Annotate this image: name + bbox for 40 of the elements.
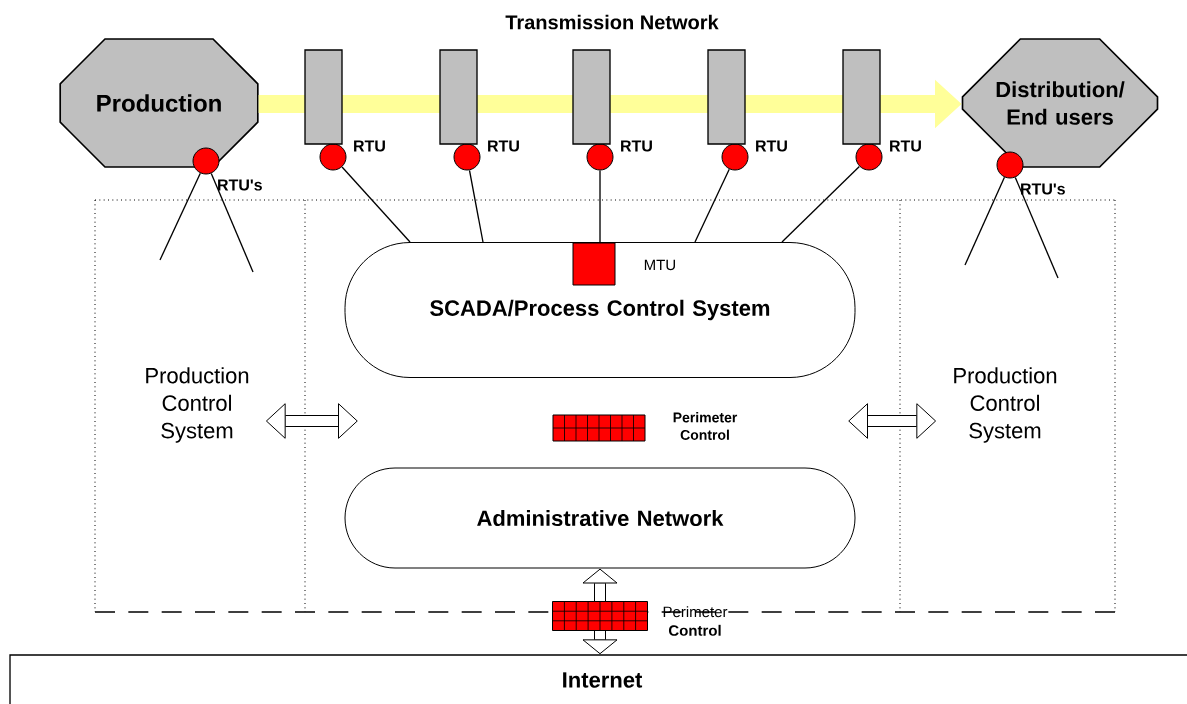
terminal-circle (996, 151, 1024, 179)
site-octagon: Production (59, 38, 259, 168)
unit-label: RTU's (1021, 183, 1065, 195)
unit-label: Perimeter Control (663, 606, 728, 636)
terminal-circle (319, 143, 347, 171)
unit-label: RTU (354, 140, 385, 152)
unit-label: RTU (890, 140, 921, 152)
terminal-circle (192, 147, 220, 175)
brick-wall-icon (552, 601, 648, 631)
connection-line (694, 168, 730, 243)
unit-label: Perimeter Control (673, 412, 738, 440)
unit-label: RTU (756, 140, 787, 152)
terminal-circle (721, 143, 749, 171)
zone-label: Production Control System (954, 367, 1057, 443)
unit-label: RTU (621, 140, 652, 152)
rounded-box: Administrative Network (344, 467, 856, 569)
block-arrow (582, 568, 618, 601)
connection-line (1014, 176, 1059, 279)
terminal-circle (453, 143, 481, 171)
site-octagon: Distribution/ End users (961, 38, 1159, 168)
double-arrow (265, 403, 358, 439)
connection-line (468, 169, 484, 243)
unit-label: RTU (488, 140, 519, 152)
connection-line (341, 166, 411, 243)
unit-square (572, 242, 616, 286)
connection-line (159, 172, 201, 261)
connection-line (964, 176, 1006, 266)
connection-line (210, 172, 254, 273)
zone-label: Production Control System (146, 367, 249, 443)
brick-wall-icon (552, 414, 646, 442)
block-arrow (582, 631, 618, 655)
terminal-circle (855, 143, 883, 171)
unit-label: RTU's (218, 179, 262, 191)
internet-box: Internet (9, 654, 1187, 704)
title: Transmission Network (505, 14, 719, 30)
unit-label: MTU (644, 259, 675, 271)
connection-line (599, 169, 601, 243)
terminal-circle (586, 143, 614, 171)
double-arrow (848, 403, 937, 439)
connection-line (781, 165, 860, 243)
